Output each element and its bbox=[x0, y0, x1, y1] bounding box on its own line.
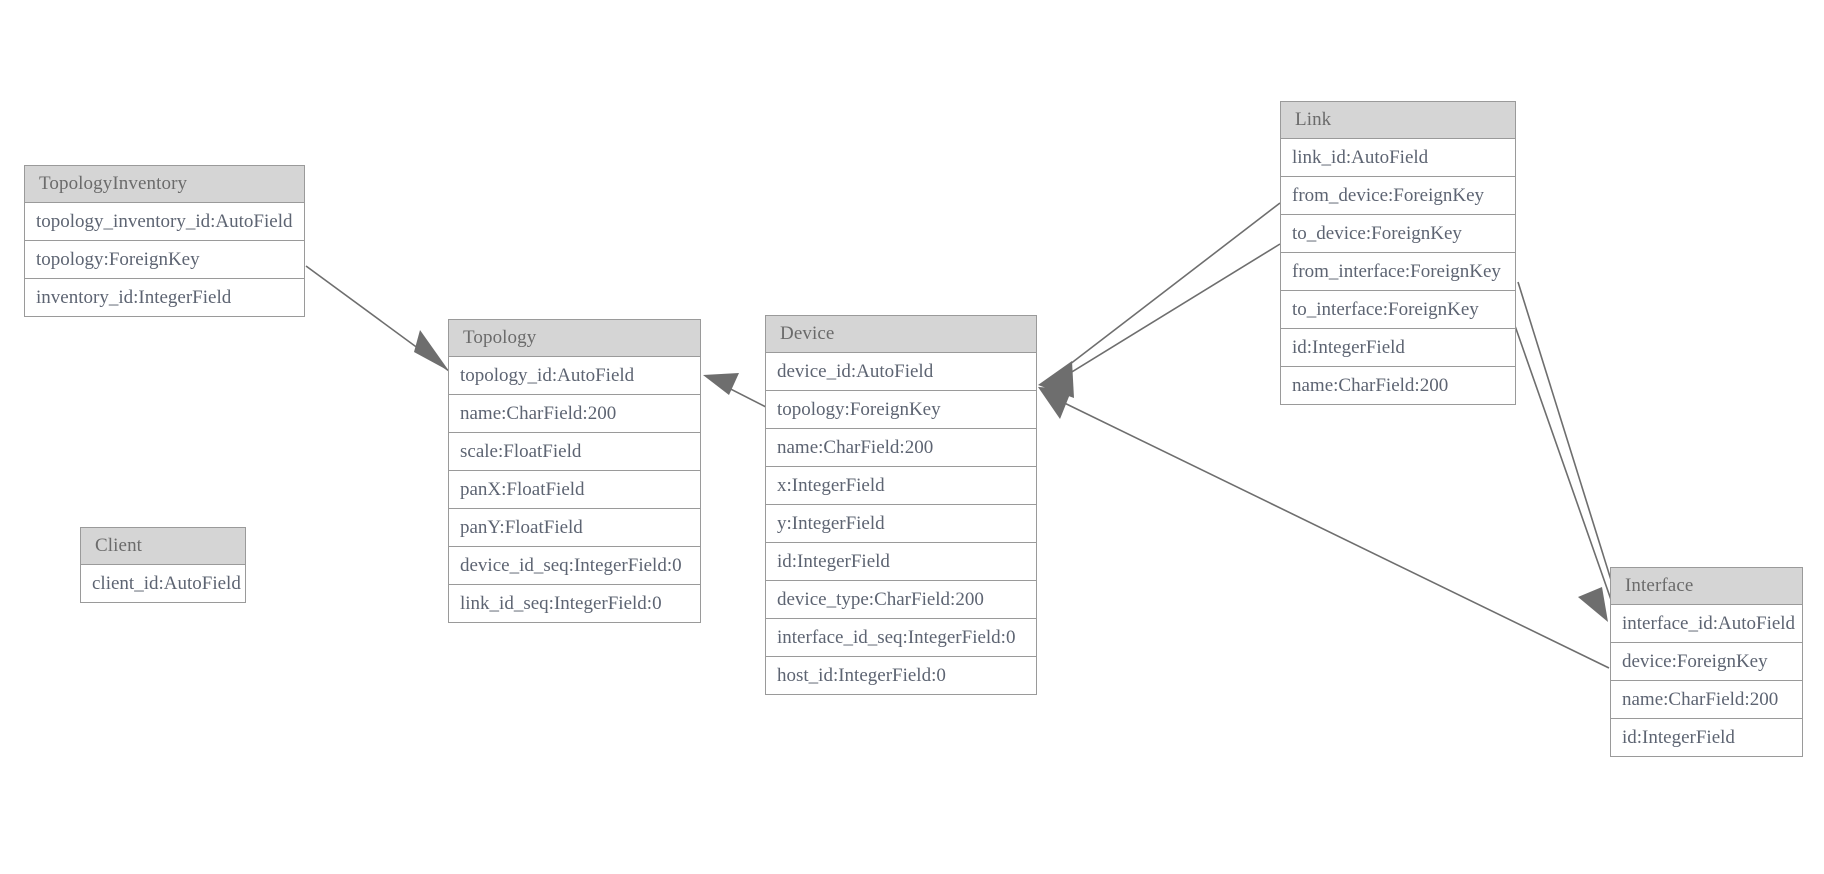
entity-field-row[interactable]: from_interface:ForeignKey bbox=[1281, 253, 1515, 291]
entity-field-row[interactable]: to_device:ForeignKey bbox=[1281, 215, 1515, 253]
entity-topology[interactable]: Topology topology_id:AutoField name:Char… bbox=[448, 319, 701, 623]
edge-topologyinventory-topology bbox=[305, 265, 450, 372]
entity-field-row[interactable]: y:IntegerField bbox=[766, 505, 1036, 543]
entity-field-row[interactable]: device:ForeignKey bbox=[1611, 643, 1802, 681]
entity-device[interactable]: Device device_id:AutoField topology:Fore… bbox=[765, 315, 1037, 695]
entity-field-row[interactable]: id:IntegerField bbox=[1281, 329, 1515, 367]
entity-field-row[interactable]: device_id:AutoField bbox=[766, 353, 1036, 391]
entity-title: Device bbox=[766, 316, 1036, 353]
entity-title: Interface bbox=[1611, 568, 1802, 605]
entity-title: TopologyInventory bbox=[25, 166, 304, 203]
entity-client[interactable]: Client client_id:AutoField bbox=[80, 527, 246, 603]
edge-interface-device bbox=[1049, 395, 1610, 669]
edge-link-to-device bbox=[1048, 243, 1281, 387]
edge-link-from-device bbox=[1047, 202, 1281, 382]
entity-link[interactable]: Link link_id:AutoField from_device:Forei… bbox=[1280, 101, 1516, 405]
entity-field-row[interactable]: link_id_seq:IntegerField:0 bbox=[449, 585, 700, 622]
entity-topology-inventory[interactable]: TopologyInventory topology_inventory_id:… bbox=[24, 165, 305, 317]
entity-field-row[interactable]: interface_id:AutoField bbox=[1611, 605, 1802, 643]
entity-field-row[interactable]: from_device:ForeignKey bbox=[1281, 177, 1515, 215]
arrowhead-into-topology-left bbox=[414, 330, 449, 371]
entity-field-row[interactable]: id:IntegerField bbox=[1611, 719, 1802, 756]
entity-field-row[interactable]: host_id:IntegerField:0 bbox=[766, 657, 1036, 694]
arrowhead-into-topology-right bbox=[703, 373, 739, 395]
entity-field-row[interactable]: x:IntegerField bbox=[766, 467, 1036, 505]
entity-field-row[interactable]: topology_id:AutoField bbox=[449, 357, 700, 395]
entity-field-row[interactable]: scale:FloatField bbox=[449, 433, 700, 471]
entity-field-row[interactable]: inventory_id:IntegerField bbox=[25, 279, 304, 316]
entity-field-row[interactable]: name:CharField:200 bbox=[449, 395, 700, 433]
edge-device-topology bbox=[706, 376, 767, 408]
entity-interface[interactable]: Interface interface_id:AutoField device:… bbox=[1610, 567, 1803, 757]
arrowhead-into-device-b bbox=[1038, 387, 1072, 419]
entity-title: Topology bbox=[449, 320, 700, 357]
entity-field-row[interactable]: client_id:AutoField bbox=[81, 565, 245, 602]
entity-title: Link bbox=[1281, 102, 1515, 139]
entity-field-row[interactable]: device_type:CharField:200 bbox=[766, 581, 1036, 619]
edge-link-from-interface bbox=[1517, 281, 1622, 613]
entity-field-row[interactable]: name:CharField:200 bbox=[1611, 681, 1802, 719]
edge-link-to-interface bbox=[1513, 322, 1617, 615]
entity-field-row[interactable]: name:CharField:200 bbox=[1281, 367, 1515, 404]
entity-field-row[interactable]: panX:FloatField bbox=[449, 471, 700, 509]
entity-field-row[interactable]: topology_inventory_id:AutoField bbox=[25, 203, 304, 241]
arrowhead-into-device-a bbox=[1038, 361, 1074, 398]
entity-field-row[interactable]: device_id_seq:IntegerField:0 bbox=[449, 547, 700, 585]
entity-field-row[interactable]: name:CharField:200 bbox=[766, 429, 1036, 467]
entity-field-row[interactable]: to_interface:ForeignKey bbox=[1281, 291, 1515, 329]
arrowhead-into-interface bbox=[1578, 587, 1608, 622]
entity-field-row[interactable]: topology:ForeignKey bbox=[766, 391, 1036, 429]
entity-field-row[interactable]: link_id:AutoField bbox=[1281, 139, 1515, 177]
entity-field-row[interactable]: id:IntegerField bbox=[766, 543, 1036, 581]
entity-title: Client bbox=[81, 528, 245, 565]
entity-field-row[interactable]: interface_id_seq:IntegerField:0 bbox=[766, 619, 1036, 657]
entity-field-row[interactable]: topology:ForeignKey bbox=[25, 241, 304, 279]
entity-field-row[interactable]: panY:FloatField bbox=[449, 509, 700, 547]
